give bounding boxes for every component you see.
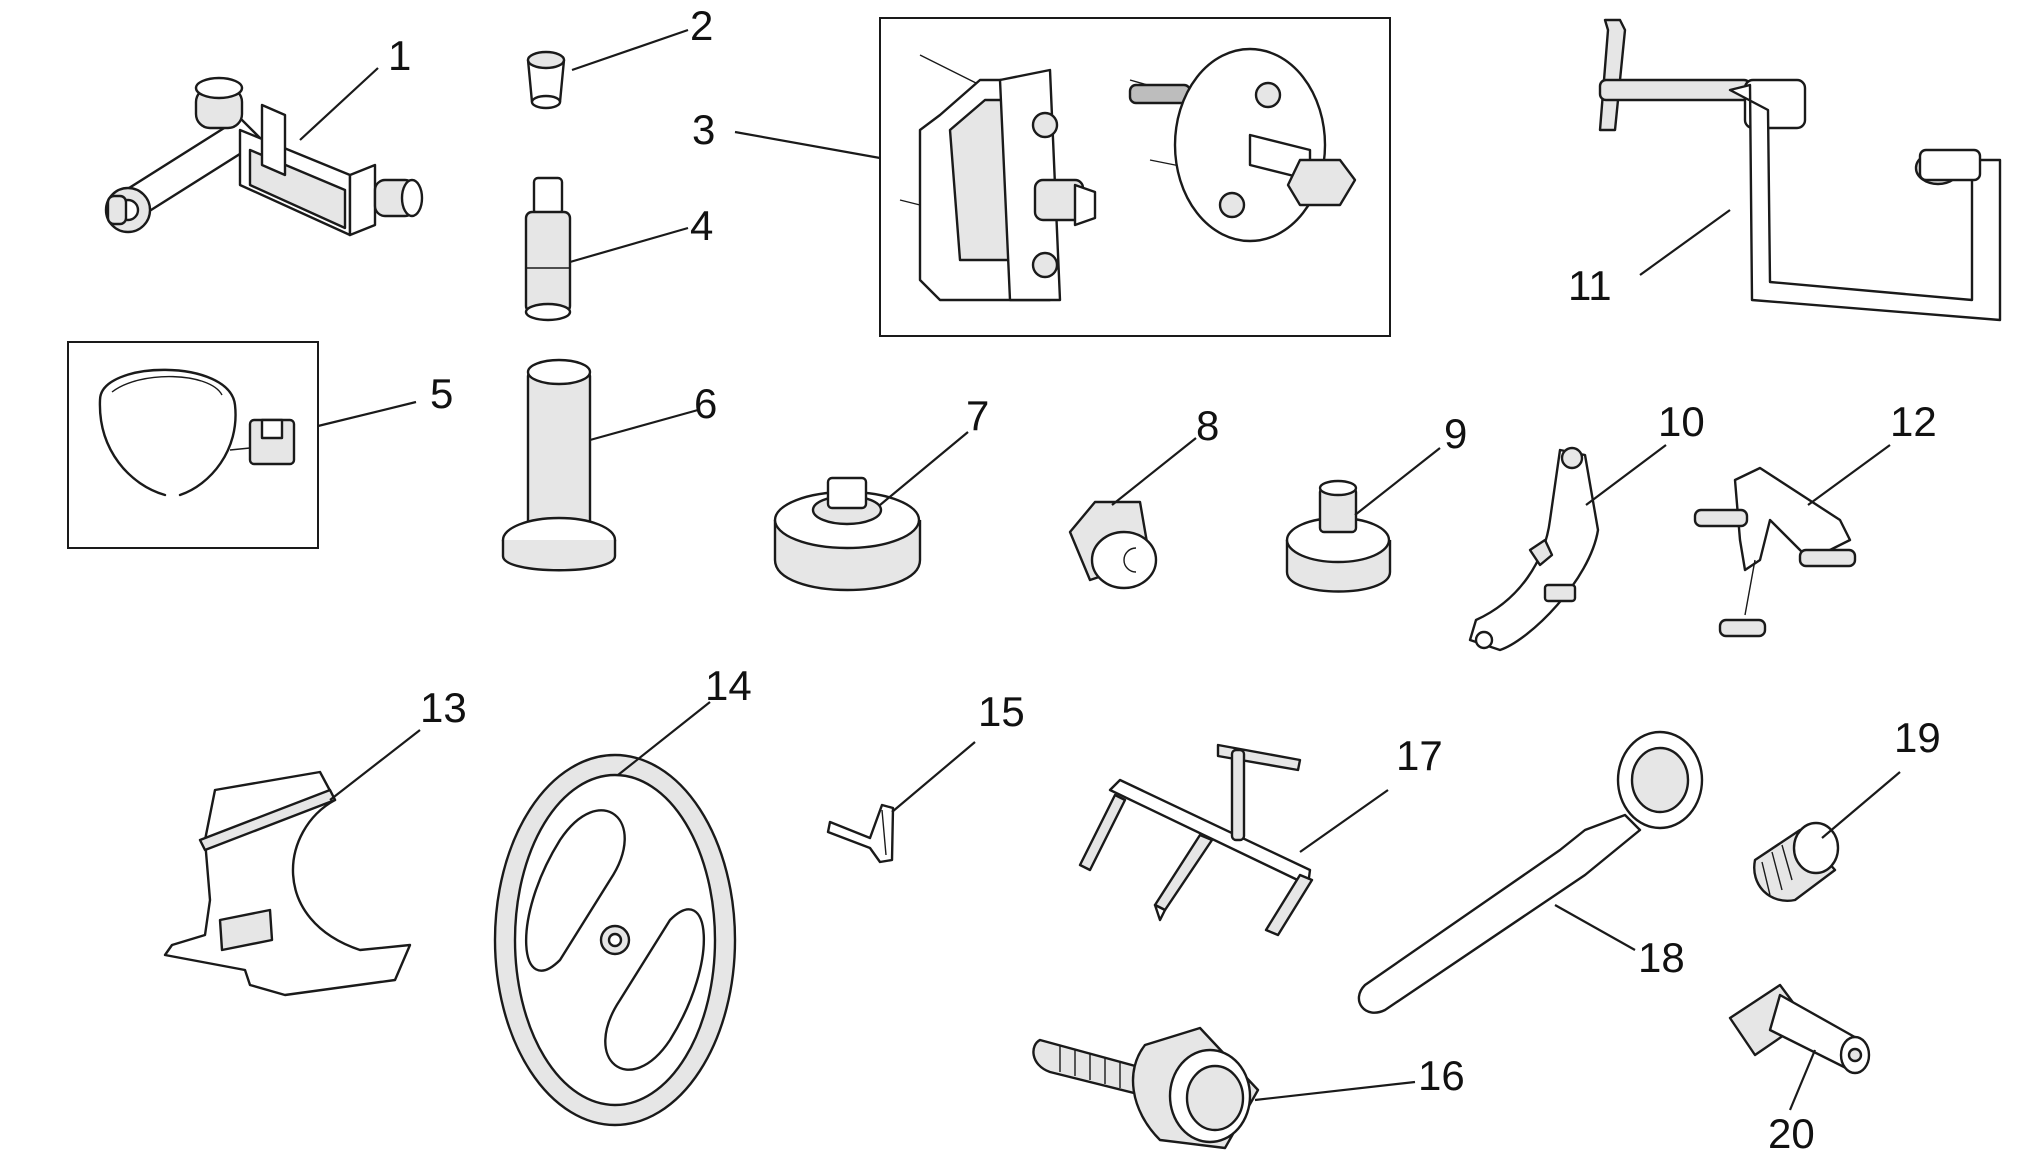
part-19-splined-sleeve <box>1753 821 1840 902</box>
leader-20 <box>1788 1049 1817 1111</box>
leader-11 <box>1639 209 1731 276</box>
part-4-pin <box>524 176 572 322</box>
leader-9 <box>1354 447 1441 516</box>
leader-7 <box>879 431 969 506</box>
leader-5 <box>317 400 417 428</box>
callout-label-14: 14 <box>705 662 752 709</box>
callout-label-17: 17 <box>1396 732 1443 779</box>
part-17-three-pin-puller <box>1078 743 1314 937</box>
leader-16 <box>1254 1080 1416 1102</box>
part-1-lever-tool <box>104 76 424 237</box>
leader-18 <box>1554 904 1636 951</box>
callout-label-12: 12 <box>1890 398 1937 445</box>
leader-8 <box>1111 437 1197 506</box>
leader-2 <box>571 28 689 72</box>
part-15-angle-pointer <box>826 803 895 864</box>
leader-10 <box>1585 444 1667 506</box>
part-11-valve-spring-compressor <box>1598 18 2002 322</box>
callout-label-6: 6 <box>694 380 717 427</box>
leader-13 <box>329 729 421 801</box>
part-3-frame <box>879 17 1391 337</box>
leader-3 <box>734 130 881 160</box>
callout-label-20: 20 <box>1768 1110 1815 1155</box>
leader-14 <box>617 701 711 776</box>
callout-label-18: 18 <box>1638 934 1685 981</box>
part-5-ring-clamp <box>98 368 296 497</box>
callout-label-4: 4 <box>690 202 713 249</box>
callout-label-2: 2 <box>690 2 713 49</box>
callout-label-10: 10 <box>1658 398 1705 445</box>
part-16-threaded-socket <box>1032 1026 1260 1150</box>
callout-label-8: 8 <box>1196 402 1219 449</box>
callout-label-15: 15 <box>978 688 1025 735</box>
callout-label-13: 13 <box>420 684 467 731</box>
part-18-spanner-wrench <box>1357 730 1704 1014</box>
callout-label-7: 7 <box>966 392 989 439</box>
leader-12 <box>1807 444 1891 506</box>
callout-label-19: 19 <box>1894 714 1941 761</box>
part-8-cone <box>1068 500 1158 590</box>
callout-label-9: 9 <box>1444 410 1467 457</box>
part-7-cap <box>773 476 922 592</box>
leader-17 <box>1299 789 1389 853</box>
leader-15 <box>891 741 976 813</box>
part-14-degree-wheel <box>493 753 737 1127</box>
part-6-installer <box>501 358 617 572</box>
part-5-frame <box>67 341 319 549</box>
callout-label-11: 11 <box>1568 262 1612 309</box>
callout-label-3: 3 <box>692 106 715 153</box>
leader-6 <box>589 408 699 442</box>
part-13-sheet-plate <box>163 770 412 997</box>
part-10-gear-lever <box>1468 446 1600 652</box>
part-20-shaft-tool <box>1728 983 1871 1075</box>
part-3-flywheel-puller <box>1128 47 1357 243</box>
callout-label-5: 5 <box>430 370 453 417</box>
part-2-bush <box>526 50 566 110</box>
part-3-bearing-puller <box>899 54 1097 302</box>
leader-4 <box>569 226 689 264</box>
leader-19 <box>1821 771 1901 839</box>
callout-label-1: 1 <box>388 32 411 79</box>
part-12-bracket <box>1693 466 1857 638</box>
callout-label-16: 16 <box>1418 1052 1465 1099</box>
part-9-plug <box>1285 479 1392 593</box>
leader-1 <box>299 67 379 141</box>
